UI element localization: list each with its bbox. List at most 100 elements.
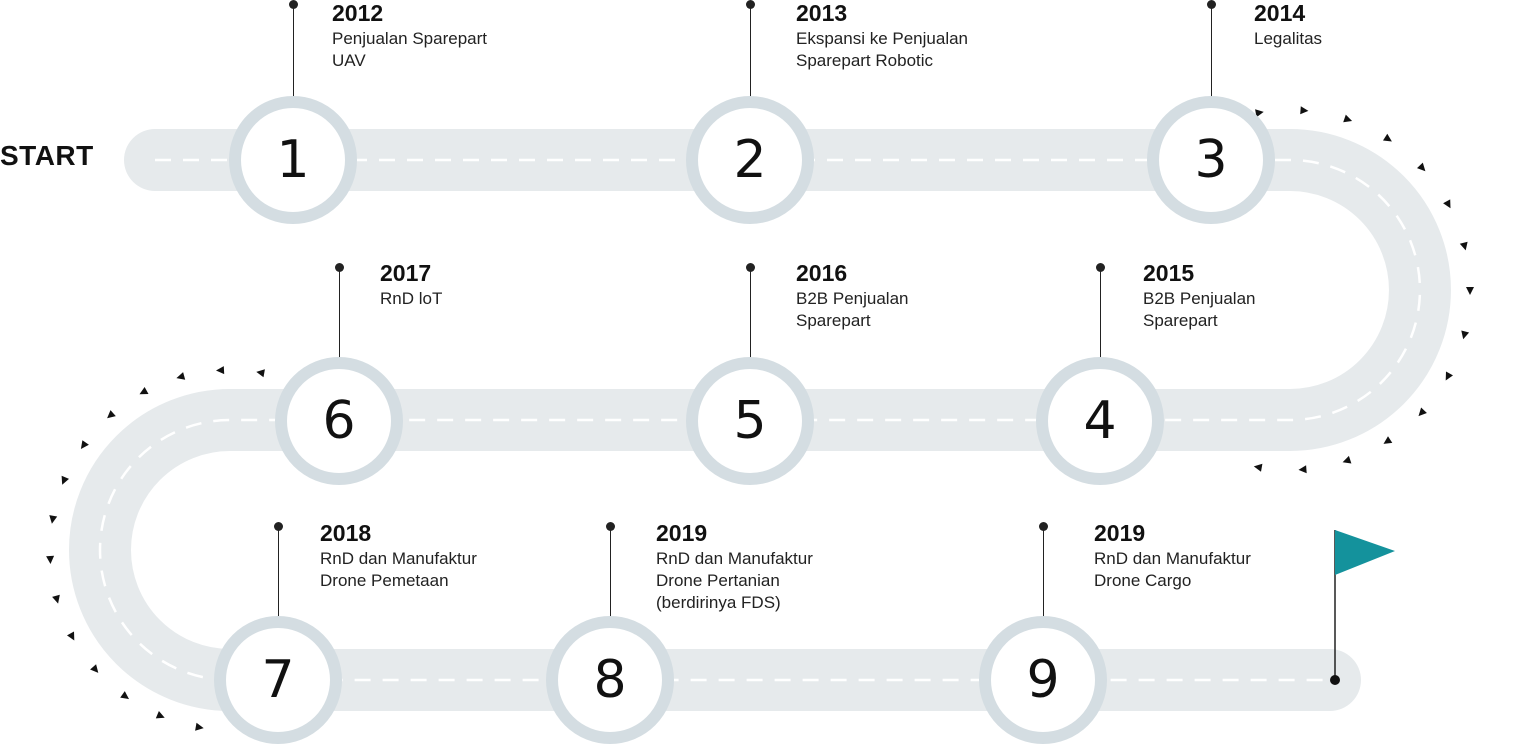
milestone-number: 8 xyxy=(593,650,627,710)
milestone-ring xyxy=(686,357,814,485)
direction-arrows-right xyxy=(1253,106,1474,474)
direction-arrow-icon xyxy=(52,594,60,604)
milestone-desc: Penjualan Sparepart UAV xyxy=(332,29,488,70)
direction-arrow-icon xyxy=(90,664,99,673)
pin-dot-6 xyxy=(335,263,344,272)
milestone-number: 2 xyxy=(733,130,767,190)
direction-arrow-icon xyxy=(256,369,265,378)
pin-dot-8 xyxy=(606,522,615,531)
milestone-year: 2015 xyxy=(1143,260,1195,286)
direction-arrow-icon xyxy=(1445,371,1453,381)
milestone-9: 9 xyxy=(979,616,1107,744)
milestone-ring xyxy=(546,616,674,744)
caption-9: 2019 RnD dan Manufaktur Drone Cargo xyxy=(1094,520,1354,592)
milestone-8: 8 xyxy=(546,616,674,744)
milestone-year: 2017 xyxy=(380,260,432,286)
pin-dot-4 xyxy=(1096,263,1105,272)
direction-arrow-icon xyxy=(80,440,89,449)
milestone-1: 1 xyxy=(229,96,357,224)
direction-arrow-icon xyxy=(1343,114,1353,123)
milestone-year: 2019 xyxy=(1094,520,1146,546)
direction-arrow-icon xyxy=(1461,330,1470,340)
pin-dot-2 xyxy=(746,0,755,9)
direction-arrow-icon xyxy=(1298,465,1307,474)
pin-dot-7 xyxy=(274,522,283,531)
caption-3: 2014 Legalitas xyxy=(1254,0,1514,50)
pin-line-8 xyxy=(610,528,611,623)
milestone-year: 2018 xyxy=(320,520,372,546)
milestone-ring xyxy=(1147,96,1275,224)
direction-arrow-icon xyxy=(1417,162,1426,172)
milestone-number: 9 xyxy=(1026,650,1060,710)
caption-5: 2016 B2B Penjualan Sparepart xyxy=(796,260,1056,332)
start-label: START xyxy=(0,140,94,171)
milestone-number: 4 xyxy=(1083,391,1117,451)
milestone-number: 7 xyxy=(261,650,295,710)
milestone-desc: RnD dan Manufaktur Drone Pemetaan xyxy=(320,549,477,590)
milestone-desc: B2B Penjualan Sparepart xyxy=(796,289,909,330)
direction-arrow-icon xyxy=(61,475,69,485)
milestone-number: 3 xyxy=(1194,130,1228,190)
milestone-3: 3 xyxy=(1147,96,1275,224)
milestone-desc: Legalitas xyxy=(1254,29,1323,48)
milestone-5: 5 xyxy=(686,357,814,485)
milestone-2: 2 xyxy=(686,96,814,224)
direction-arrow-icon xyxy=(1253,463,1263,472)
direction-arrow-icon xyxy=(216,366,225,375)
direction-arrow-icon xyxy=(139,387,149,395)
pin-dot-3 xyxy=(1207,0,1216,9)
pin-line-5 xyxy=(750,268,751,363)
direction-arrow-icon xyxy=(120,691,129,700)
direction-arrow-icon xyxy=(67,631,75,641)
pin-dot-5 xyxy=(746,263,755,272)
direction-arrow-icon xyxy=(1443,199,1451,209)
milestone-desc: RnD dan Manufaktur Drone Cargo xyxy=(1094,549,1251,590)
pin-line-3 xyxy=(1211,5,1212,101)
milestone-year: 2016 xyxy=(796,260,848,286)
milestone-desc: RnD loT xyxy=(380,289,443,308)
milestone-desc: RnD dan Manufaktur Drone Pertanian (berd… xyxy=(656,549,813,612)
pin-line-7 xyxy=(278,528,279,623)
flag-cloth xyxy=(1335,530,1395,575)
milestone-number: 6 xyxy=(322,391,356,451)
pin-line-6 xyxy=(339,268,340,363)
direction-arrow-icon xyxy=(176,372,186,380)
flag-icon xyxy=(1330,530,1395,685)
caption-8: 2019 RnD dan Manufaktur Drone Pertanian … xyxy=(656,520,916,614)
milestone-number: 5 xyxy=(733,391,767,451)
direction-arrow-icon xyxy=(1342,455,1352,464)
milestone-year: 2014 xyxy=(1254,0,1306,26)
direction-arrow-icon xyxy=(1383,436,1393,444)
milestone-ring xyxy=(1036,357,1164,485)
caption-1: 2012 Penjualan Sparepart UAV xyxy=(332,0,592,72)
milestone-year: 2012 xyxy=(332,0,384,26)
milestone-desc: B2B Penjualan Sparepart xyxy=(1143,289,1256,330)
direction-arrow-icon xyxy=(1383,133,1392,142)
pin-line-1 xyxy=(293,5,294,101)
direction-arrow-icon xyxy=(1466,287,1474,295)
pin-dot-9 xyxy=(1039,522,1048,531)
pin-dot-1 xyxy=(289,0,298,9)
direction-arrow-icon xyxy=(49,515,58,524)
milestone-year: 2019 xyxy=(656,520,708,546)
direction-arrow-icon xyxy=(195,722,204,731)
pin-line-2 xyxy=(750,5,751,101)
milestone-4: 4 xyxy=(1036,357,1164,485)
caption-6: 2017 RnD loT xyxy=(380,260,640,310)
direction-arrow-icon xyxy=(46,555,55,564)
caption-2: 2013 Ekspansi ke Penjualan Sparepart Rob… xyxy=(796,0,1056,72)
direction-arrow-icon xyxy=(155,711,165,719)
pin-line-4 xyxy=(1100,268,1101,363)
direction-arrow-icon xyxy=(1459,241,1468,251)
caption-7: 2018 RnD dan Manufaktur Drone Pemetaan xyxy=(320,520,580,592)
pin-line-9 xyxy=(1043,528,1044,623)
direction-arrow-icon xyxy=(1300,106,1309,115)
milestone-year: 2013 xyxy=(796,0,848,26)
milestone-number: 1 xyxy=(276,130,310,190)
finish-dot xyxy=(1330,675,1340,685)
milestone-6: 6 xyxy=(275,357,403,485)
direction-arrow-icon xyxy=(1418,407,1427,417)
direction-arrows-left xyxy=(46,366,265,731)
direction-arrow-icon xyxy=(107,410,116,419)
milestone-desc: Ekspansi ke Penjualan Sparepart Robotic xyxy=(796,29,969,70)
